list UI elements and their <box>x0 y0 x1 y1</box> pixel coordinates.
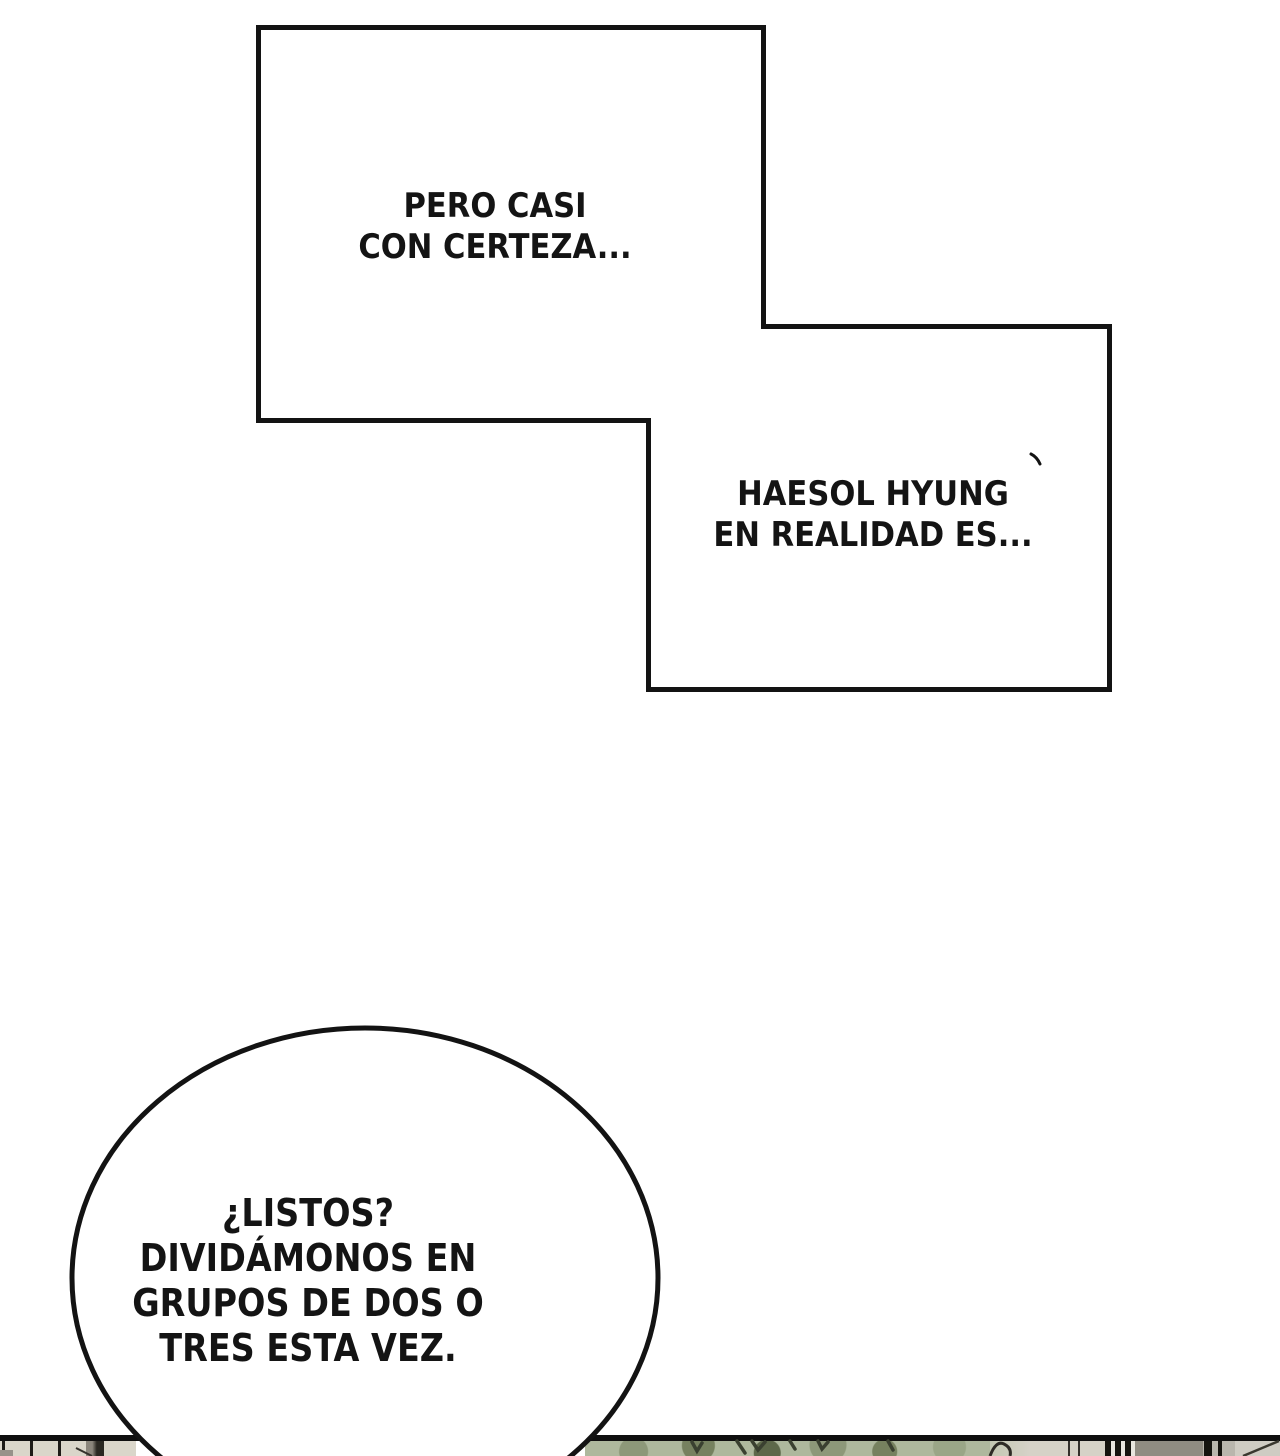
stray-mark <box>1029 452 1042 466</box>
speech-bubble <box>69 1025 661 1456</box>
branch-strokes <box>690 1439 895 1455</box>
wall-diagonal-art <box>1242 1439 1280 1456</box>
blind-line <box>30 1441 33 1456</box>
blind-line <box>2 1441 5 1456</box>
wall-line <box>1078 1441 1080 1456</box>
blind-line <box>58 1441 61 1456</box>
blind-diagonal-art <box>75 1447 93 1456</box>
bubble-line: DIVIDÁMONOS EN <box>139 1236 477 1280</box>
caption-line: CON CERTEZA... <box>358 227 632 267</box>
caption-box-1-text: PERO CASI CON CERTEZA... <box>315 186 675 268</box>
shadow-patch <box>0 1450 13 1456</box>
door-frame-art <box>1203 1441 1235 1456</box>
bubble-line: GRUPOS DE DOS O <box>132 1281 484 1325</box>
window-bars-art <box>1105 1441 1135 1456</box>
caption-line: EN REALIDAD ES... <box>713 515 1033 555</box>
caption-line: PERO CASI <box>403 186 587 226</box>
bubble-line: TRES ESTA VEZ. <box>159 1326 457 1370</box>
speech-bubble-text: ¿LISTOS? DIVIDÁMONOS EN GRUPOS DE DOS O … <box>132 1191 484 1371</box>
bubble-line: ¿LISTOS? <box>222 1191 394 1235</box>
chair-curve-art <box>988 1441 1012 1456</box>
stepped-caption-box <box>256 25 1112 692</box>
wall-mid-art <box>1135 1441 1203 1456</box>
wall-light-art <box>1030 1441 1105 1456</box>
caption-box-2-text: HAESOL HYUNG EN REALIDAD ES... <box>693 474 1053 556</box>
wall-line <box>1068 1441 1070 1456</box>
frame-bar <box>1204 1441 1212 1456</box>
blind-frame <box>86 1441 104 1456</box>
caption-line: HAESOL HYUNG <box>737 474 1009 514</box>
window-blinds-art <box>0 1441 136 1456</box>
next-panel-preview <box>0 1435 1280 1456</box>
frame-bar <box>1218 1441 1222 1456</box>
